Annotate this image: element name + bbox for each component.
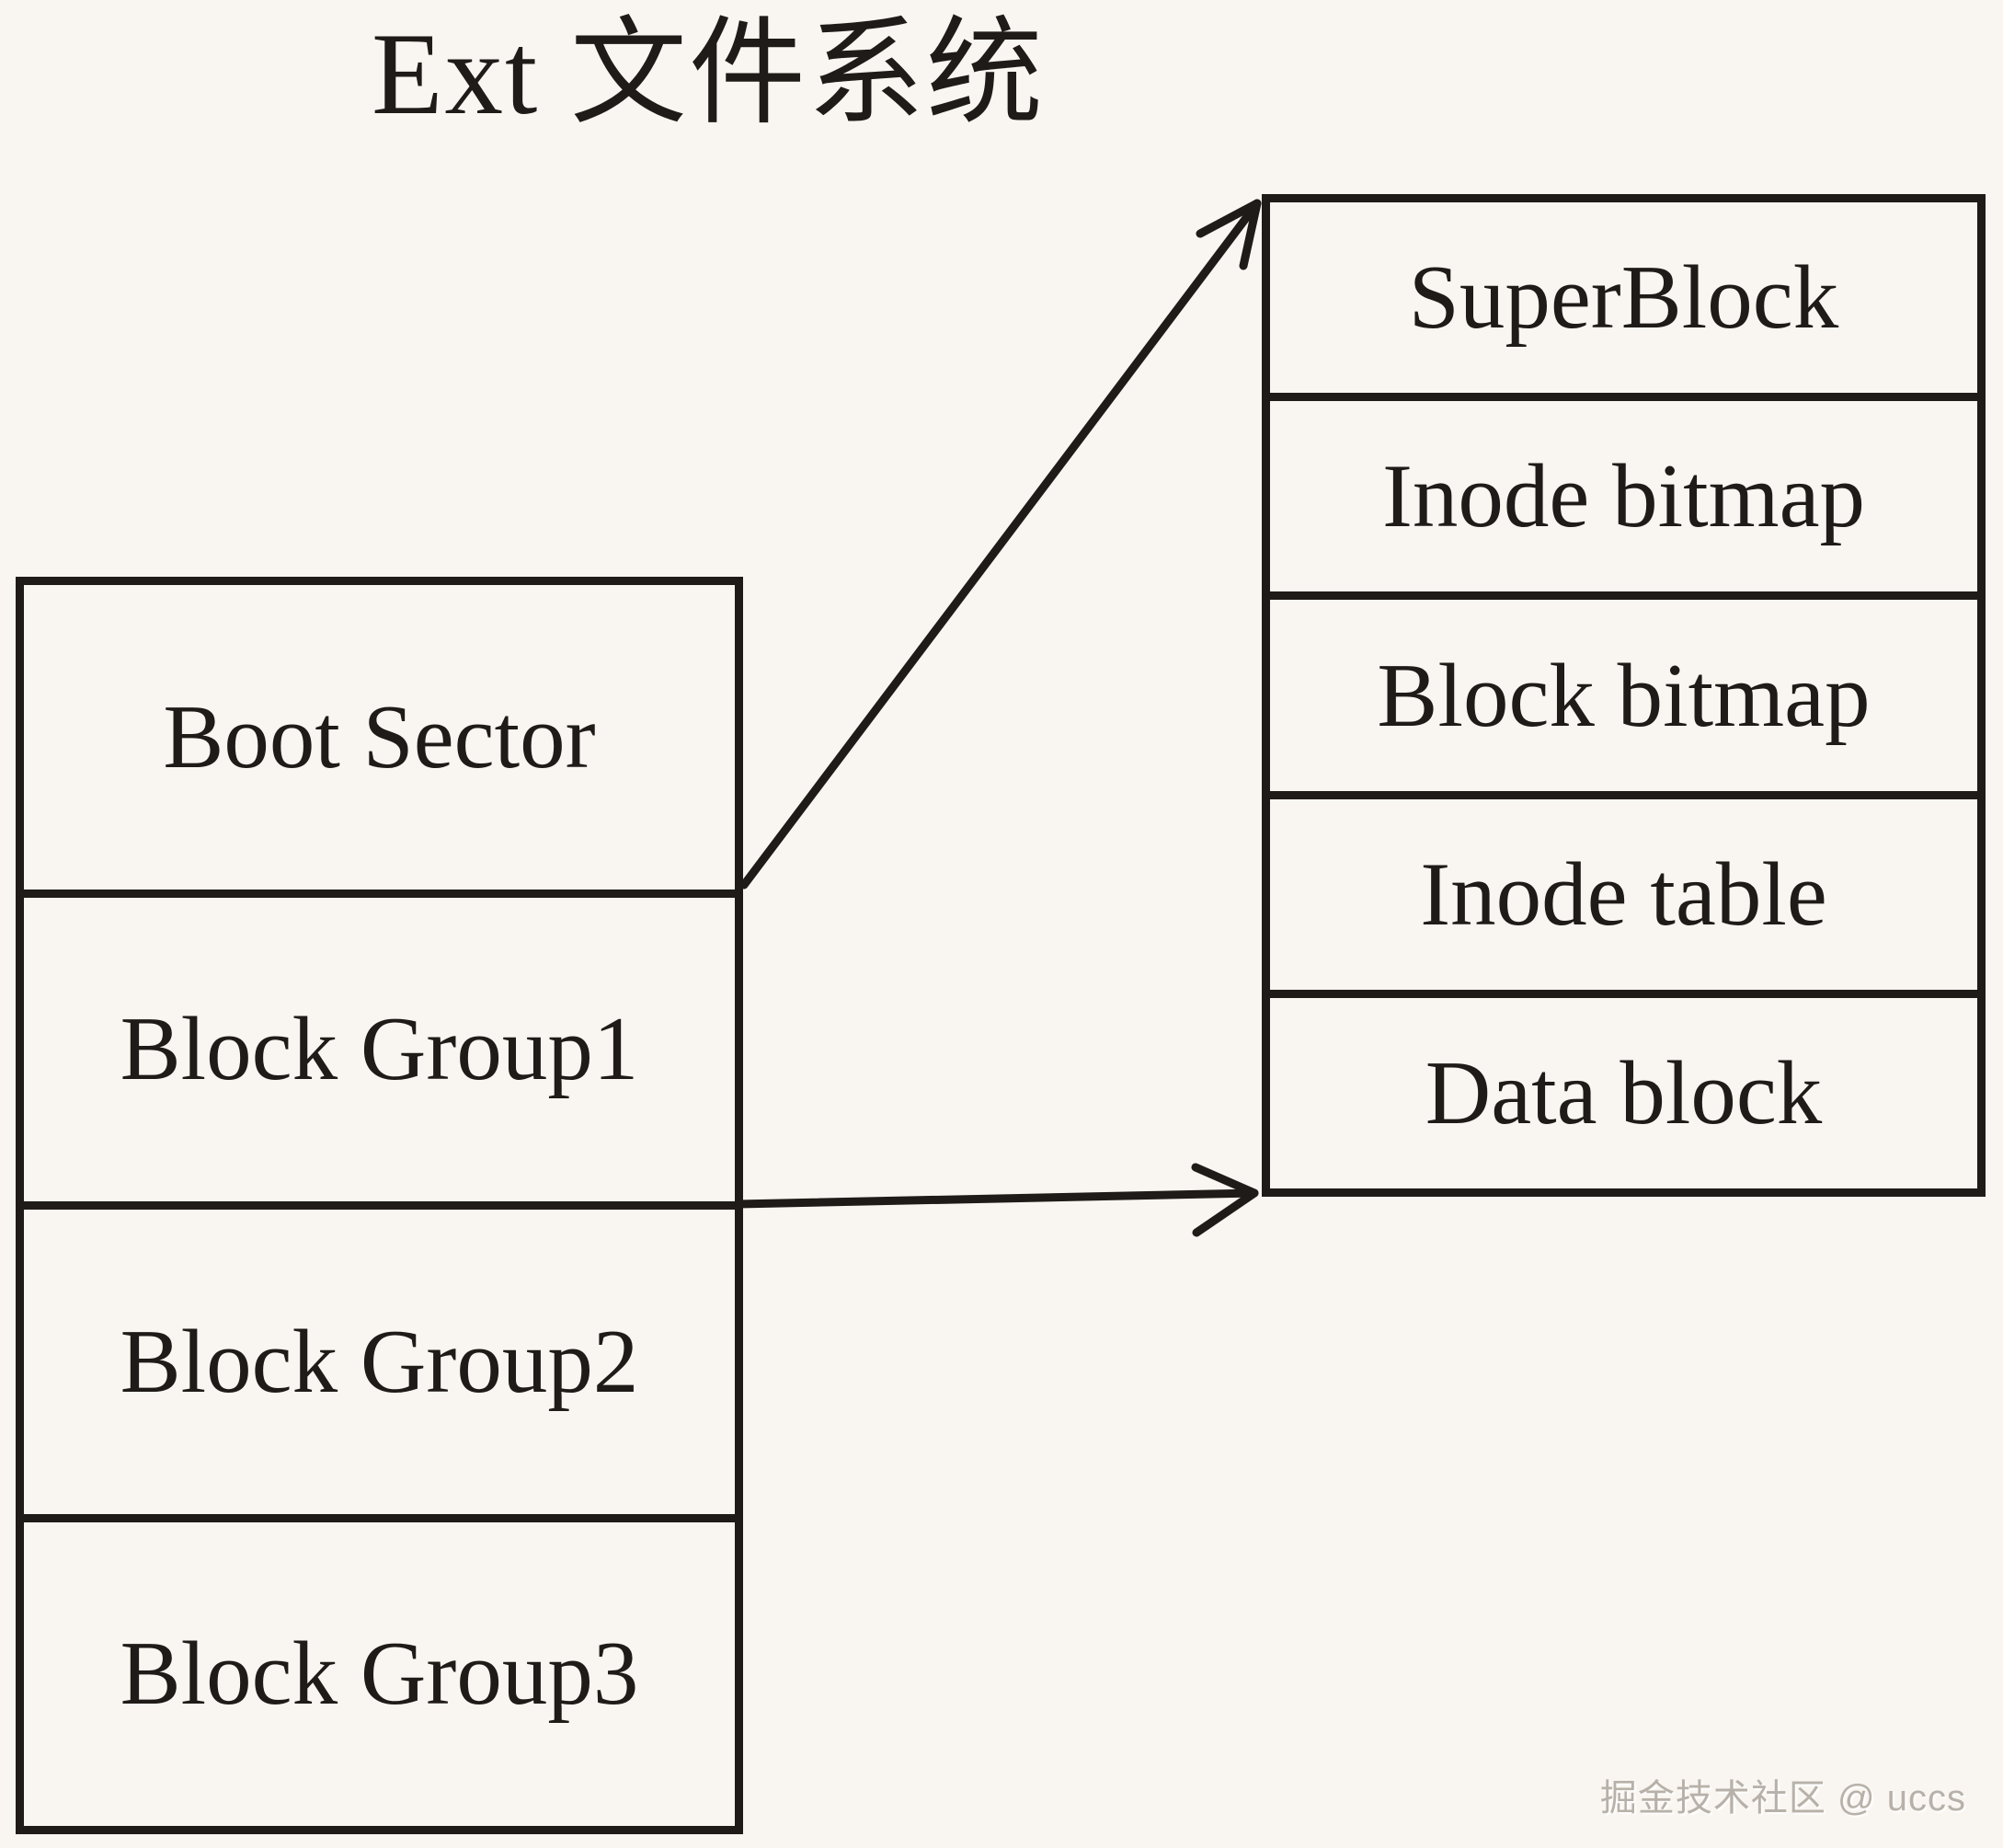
watermark: 掘金技术社区 @ uccs xyxy=(1599,1778,1966,1819)
row-block-group3: Block Group3 xyxy=(120,1624,639,1725)
row-inode-bitmap: Inode bitmap xyxy=(1270,401,1977,601)
row-block-group1: Block Group1 xyxy=(24,898,735,1210)
row-inode-table: Inode table xyxy=(1270,799,1977,998)
row-boot-sector: Boot Sector xyxy=(24,585,735,898)
row-superblock: SuperBlock xyxy=(1270,202,1977,402)
disk-layout-box: Boot Sector Block Group1 Block Group2 Bl… xyxy=(16,577,743,1834)
row-block-bitmap: Block bitmap xyxy=(1270,600,1977,799)
block-group-detail-box: SuperBlock Inode bitmap Block bitmap Ino… xyxy=(1262,194,1986,1197)
row-block-group2: Block Group2 xyxy=(24,1210,735,1522)
diagram-title: Ext 文件系统 xyxy=(371,10,1046,139)
row-data-block: Data block xyxy=(1425,1042,1823,1143)
arrow-group1-to-datablock-icon xyxy=(734,1163,1259,1237)
arrow-group1-to-superblock-icon xyxy=(739,199,1262,890)
